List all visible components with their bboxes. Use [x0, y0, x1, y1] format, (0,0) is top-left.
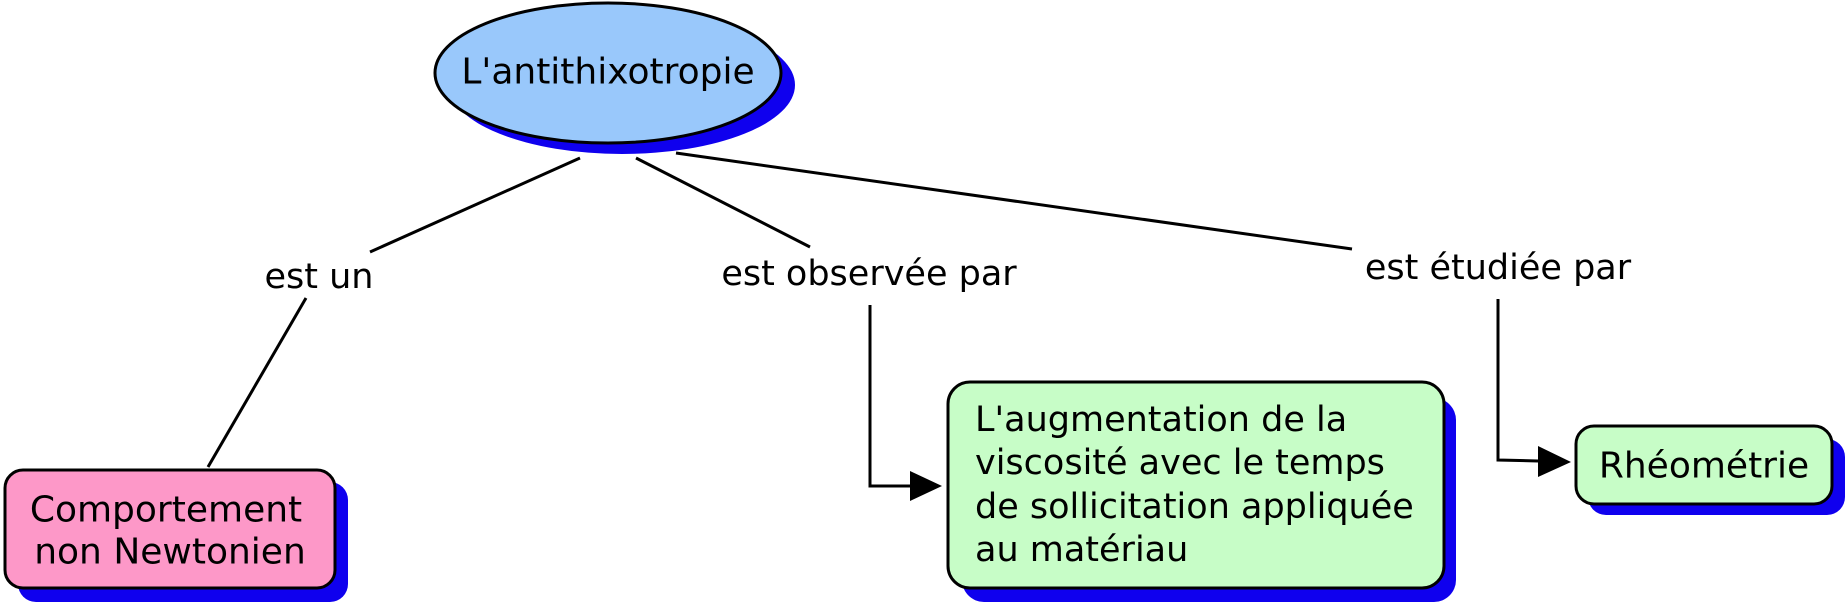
connector-root-to-est-etudiee-par — [675, 151, 1353, 251]
node-comportement-line-2: non Newtonien — [34, 532, 306, 573]
node-root-label: L'antithixotropie — [461, 52, 754, 93]
node-rheometrie-label: Rhéométrie — [1599, 446, 1809, 487]
arrowhead-rheometrie — [1538, 446, 1571, 477]
node-augmentation-line-2: viscosité avec le temps — [975, 443, 1385, 483]
link-label-est-un: est un — [265, 257, 374, 297]
connector-root-to-est-observee-par — [635, 156, 811, 249]
node-root[interactable]: L'antithixotropie — [433, 1, 795, 154]
node-rheometrie[interactable]: Rhéométrie — [1574, 424, 1845, 515]
node-comportement-line-1: Comportement — [30, 490, 302, 531]
arrow-est-observee-par-to-augmentation — [868, 305, 910, 488]
node-comportement[interactable]: Comportement non Newtonien — [3, 468, 348, 602]
node-comportement-shape — [3, 468, 337, 590]
link-label-est-observee-par: est observée par — [721, 254, 1017, 294]
node-augmentation-shape — [946, 380, 1446, 590]
node-augmentation-line-4: au matériau — [975, 530, 1188, 570]
arrowhead-augmentation — [910, 471, 942, 501]
node-augmentation-line-3: de sollicitation appliquée — [975, 487, 1414, 527]
connectors — [206, 151, 1571, 501]
arrow-est-etudiee-par-to-rheometrie — [1496, 299, 1539, 463]
node-root-shape — [433, 1, 783, 145]
link-label-est-etudiee-par: est étudiée par — [1365, 248, 1632, 288]
connector-root-to-est-un — [369, 156, 581, 254]
node-augmentation[interactable]: L'augmentation de la viscosité avec le t… — [946, 380, 1456, 602]
node-augmentation-line-1: L'augmentation de la — [975, 400, 1347, 440]
node-rheometrie-shape — [1574, 424, 1834, 506]
connector-est-un-to-comportement — [206, 297, 308, 468]
